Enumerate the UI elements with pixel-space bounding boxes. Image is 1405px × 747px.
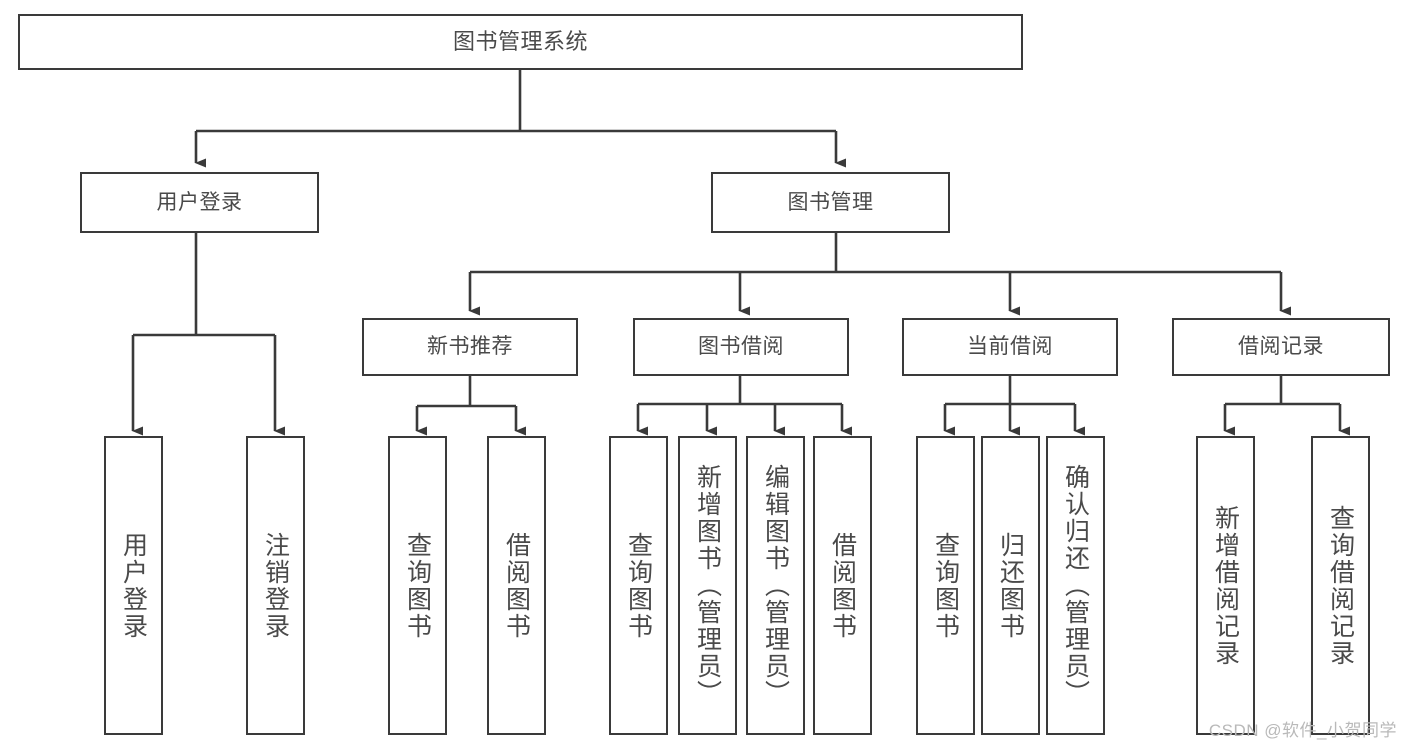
node-label: 编辑图书（管理员） [761, 464, 790, 707]
node-label: 查询图书 [403, 531, 432, 640]
node-label: 用户登录 [119, 531, 148, 640]
node-label: 新增借阅记录 [1211, 504, 1240, 667]
node-book-management-system[interactable]: 图书管理系统 [18, 14, 1023, 70]
node-label: 借阅记录 [1238, 335, 1324, 359]
node-label: 图书管理系统 [452, 28, 588, 54]
leaf-logout[interactable]: 注销登录 [246, 436, 305, 735]
leaf-user-login[interactable]: 用户登录 [104, 436, 163, 735]
node-label: 确认归还（管理员） [1061, 464, 1090, 707]
node-label: 图书借阅 [698, 335, 784, 359]
node-label: 查询图书 [931, 531, 960, 640]
leaf-add-book-admin[interactable]: 新增图书（管理员） [678, 436, 737, 735]
node-book-borrow[interactable]: 图书借阅 [633, 318, 849, 376]
node-label: 用户登录 [156, 190, 243, 214]
leaf-borrow-book[interactable]: 借阅图书 [813, 436, 872, 735]
leaf-query-book-current[interactable]: 查询图书 [916, 436, 975, 735]
leaf-query-book-borrow[interactable]: 查询图书 [609, 436, 668, 735]
node-label: 查询图书 [624, 531, 653, 640]
node-borrow-record[interactable]: 借阅记录 [1172, 318, 1390, 376]
node-user-login[interactable]: 用户登录 [80, 172, 319, 233]
leaf-query-book-recommend[interactable]: 查询图书 [388, 436, 447, 735]
node-label: 归还图书 [996, 531, 1025, 640]
leaf-add-borrow-record[interactable]: 新增借阅记录 [1196, 436, 1255, 735]
csdn-watermark: CSDN @软件_小贺同学 [1208, 721, 1397, 740]
node-label: 借阅图书 [502, 531, 531, 640]
node-label: 注销登录 [261, 531, 290, 640]
leaf-borrow-book-recommend[interactable]: 借阅图书 [487, 436, 546, 735]
leaf-return-book[interactable]: 归还图书 [981, 436, 1040, 735]
node-label: 图书管理 [787, 190, 874, 214]
leaf-edit-book-admin[interactable]: 编辑图书（管理员） [746, 436, 805, 735]
leaf-confirm-return-admin[interactable]: 确认归还（管理员） [1046, 436, 1105, 735]
node-current-borrow[interactable]: 当前借阅 [902, 318, 1118, 376]
node-label: 当前借阅 [967, 335, 1053, 359]
node-book-management[interactable]: 图书管理 [711, 172, 950, 233]
node-label: 借阅图书 [828, 531, 857, 640]
leaf-query-borrow-record[interactable]: 查询借阅记录 [1311, 436, 1370, 735]
node-label: 新书推荐 [427, 335, 513, 359]
node-new-book-recommendation[interactable]: 新书推荐 [362, 318, 578, 376]
node-label: 新增图书（管理员） [693, 464, 722, 707]
node-label: 查询借阅记录 [1326, 504, 1355, 667]
